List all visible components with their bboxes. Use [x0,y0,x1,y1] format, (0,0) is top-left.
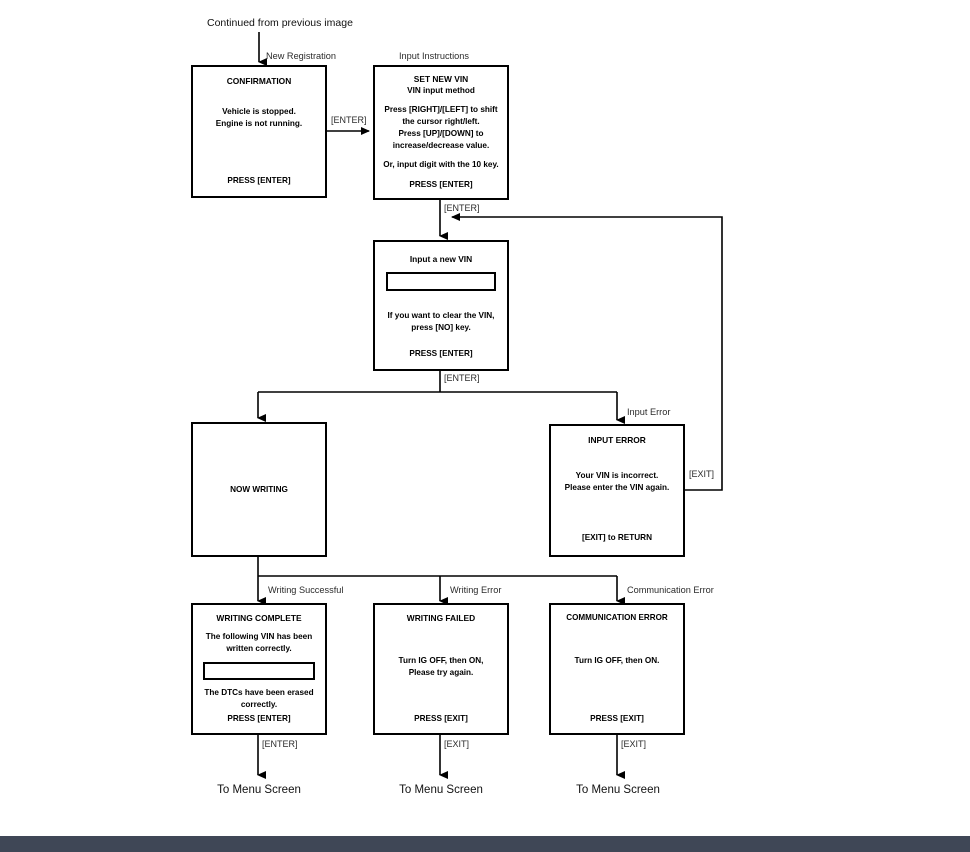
writingcomplete-line-4: correctly. [240,699,278,709]
writingfailed-footer: PRESS [EXIT] [414,714,468,724]
screen-input-error: INPUT ERROR Your VIN is incorrect. Pleas… [549,424,685,557]
commerror-footer: PRESS [EXIT] [590,714,644,724]
setvin-subtitle: VIN input method [407,86,475,96]
inputerror-line-1: Your VIN is incorrect. [575,471,659,481]
inputvin-line-1: If you want to clear the VIN, [387,311,495,321]
bottom-bar [0,836,970,852]
writingfailed-line-1: Turn IG OFF, then ON, [398,656,484,666]
terminal-menu-2: To Menu Screen [399,784,483,796]
caption-input-error: Input Error [627,407,671,417]
writingfailed-title: WRITING FAILED [406,613,476,623]
vin-input-field[interactable] [386,272,496,292]
nowwriting-title: NOW WRITING [230,484,288,494]
inputvin-footer: PRESS [ENTER] [409,349,473,359]
inputvin-title: Input a new VIN [409,254,473,264]
setvin-line-1: Press [RIGHT]/[LEFT] to shift [384,105,498,115]
setvin-footer: PRESS [ENTER] [409,180,473,190]
writingcomplete-footer: PRESS [ENTER] [227,714,291,724]
edge-label-enter-2: [ENTER] [444,203,480,213]
inputerror-line-2: Please enter the VIN again. [564,483,670,493]
screen-confirmation: CONFIRMATION Vehicle is stopped. Engine … [191,65,327,198]
setvin-line-3: Press [UP]/[DOWN] to [398,128,484,138]
writingcomplete-line-3: The DTCs have been erased [204,687,314,697]
writingcomplete-title: WRITING COMPLETE [216,613,302,623]
screen-now-writing: NOW WRITING [191,422,327,557]
edge-label-enter-1: [ENTER] [331,115,367,125]
confirmation-title: CONFIRMATION [226,76,292,86]
confirmation-line-1: Vehicle is stopped. [222,107,296,117]
terminal-menu-1: To Menu Screen [217,784,301,796]
confirmation-line-2: Engine is not running. [215,119,303,129]
confirmation-footer: PRESS [ENTER] [227,176,291,186]
inputerror-footer: [EXIT] to RETURN [581,533,653,543]
screen-communication-error: COMMUNICATION ERROR Turn IG OFF, then ON… [549,603,685,735]
inputvin-line-2: press [NO] key. [411,323,471,333]
screen-set-new-vin: SET NEW VIN VIN input method Press [RIGH… [373,65,509,200]
caption-input-instructions: Input Instructions [399,51,469,61]
writingcomplete-line-1: The following VIN has been [205,632,313,642]
setvin-line-2: the cursor right/left. [402,116,480,126]
caption-new-registration: New Registration [266,51,336,61]
commerror-line-1: Turn IG OFF, then ON. [574,655,660,665]
caption-writing-error: Writing Error [450,585,502,595]
screen-input-new-vin: Input a new VIN If you want to clear the… [373,240,509,371]
writingcomplete-line-2: written correctly. [226,644,292,654]
caption-communication-error: Communication Error [627,585,714,595]
connector-inputerror-exit-return [451,213,723,491]
setvin-line-5: Or, input digit with the 10 key. [383,159,499,169]
setvin-title: SET NEW VIN [413,74,469,84]
screen-writing-failed: WRITING FAILED Turn IG OFF, then ON, Ple… [373,603,509,735]
caption-writing-successful: Writing Successful [268,585,344,595]
inputerror-title: INPUT ERROR [588,435,646,445]
screen-writing-complete: WRITING COMPLETE The following VIN has b… [191,603,327,735]
edge-label-exit-comm: [EXIT] [621,739,647,749]
writingfailed-line-2: Please try again. [408,668,474,678]
written-vin-field[interactable] [203,661,315,680]
terminal-menu-3: To Menu Screen [576,784,660,796]
entry-label: Continued from previous image [207,17,353,29]
edge-label-enter-3: [ENTER] [444,373,480,383]
edge-label-enter-complete: [ENTER] [262,739,298,749]
edge-label-exit-return: [EXIT] [689,469,715,479]
commerror-title: COMMUNICATION ERROR [566,613,668,622]
setvin-line-4: increase/decrease value. [392,140,490,150]
edge-label-exit-failed: [EXIT] [444,739,470,749]
